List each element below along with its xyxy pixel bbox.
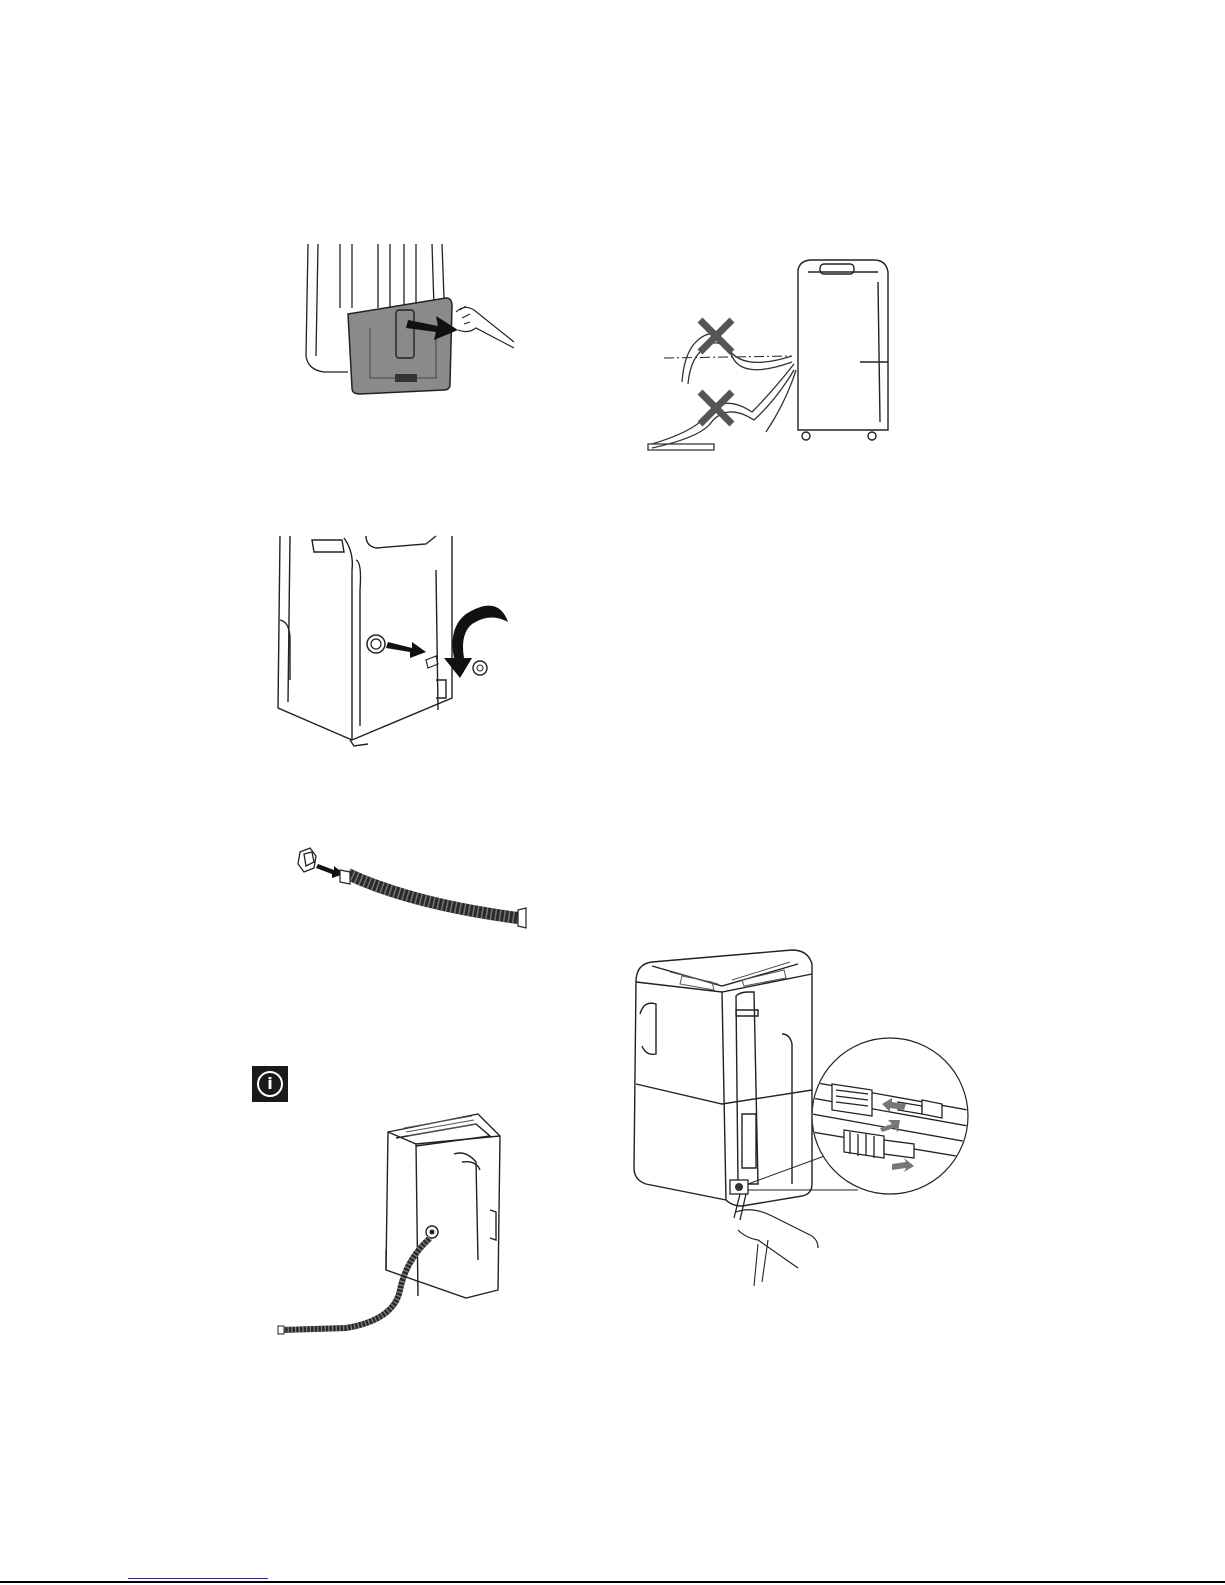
attach-hose-illustration — [292, 842, 538, 934]
quick-connect-illustration — [622, 944, 974, 1290]
remove-tank-illustration — [300, 238, 530, 398]
footer-link-underline[interactable] — [128, 1578, 268, 1579]
footer-rule — [0, 1581, 1225, 1583]
remove-drain-cap-illustration — [276, 530, 528, 748]
continuous-drain-illustration — [276, 1110, 508, 1344]
hose-height-illustration — [642, 252, 912, 457]
info-icon: i — [252, 1066, 288, 1102]
